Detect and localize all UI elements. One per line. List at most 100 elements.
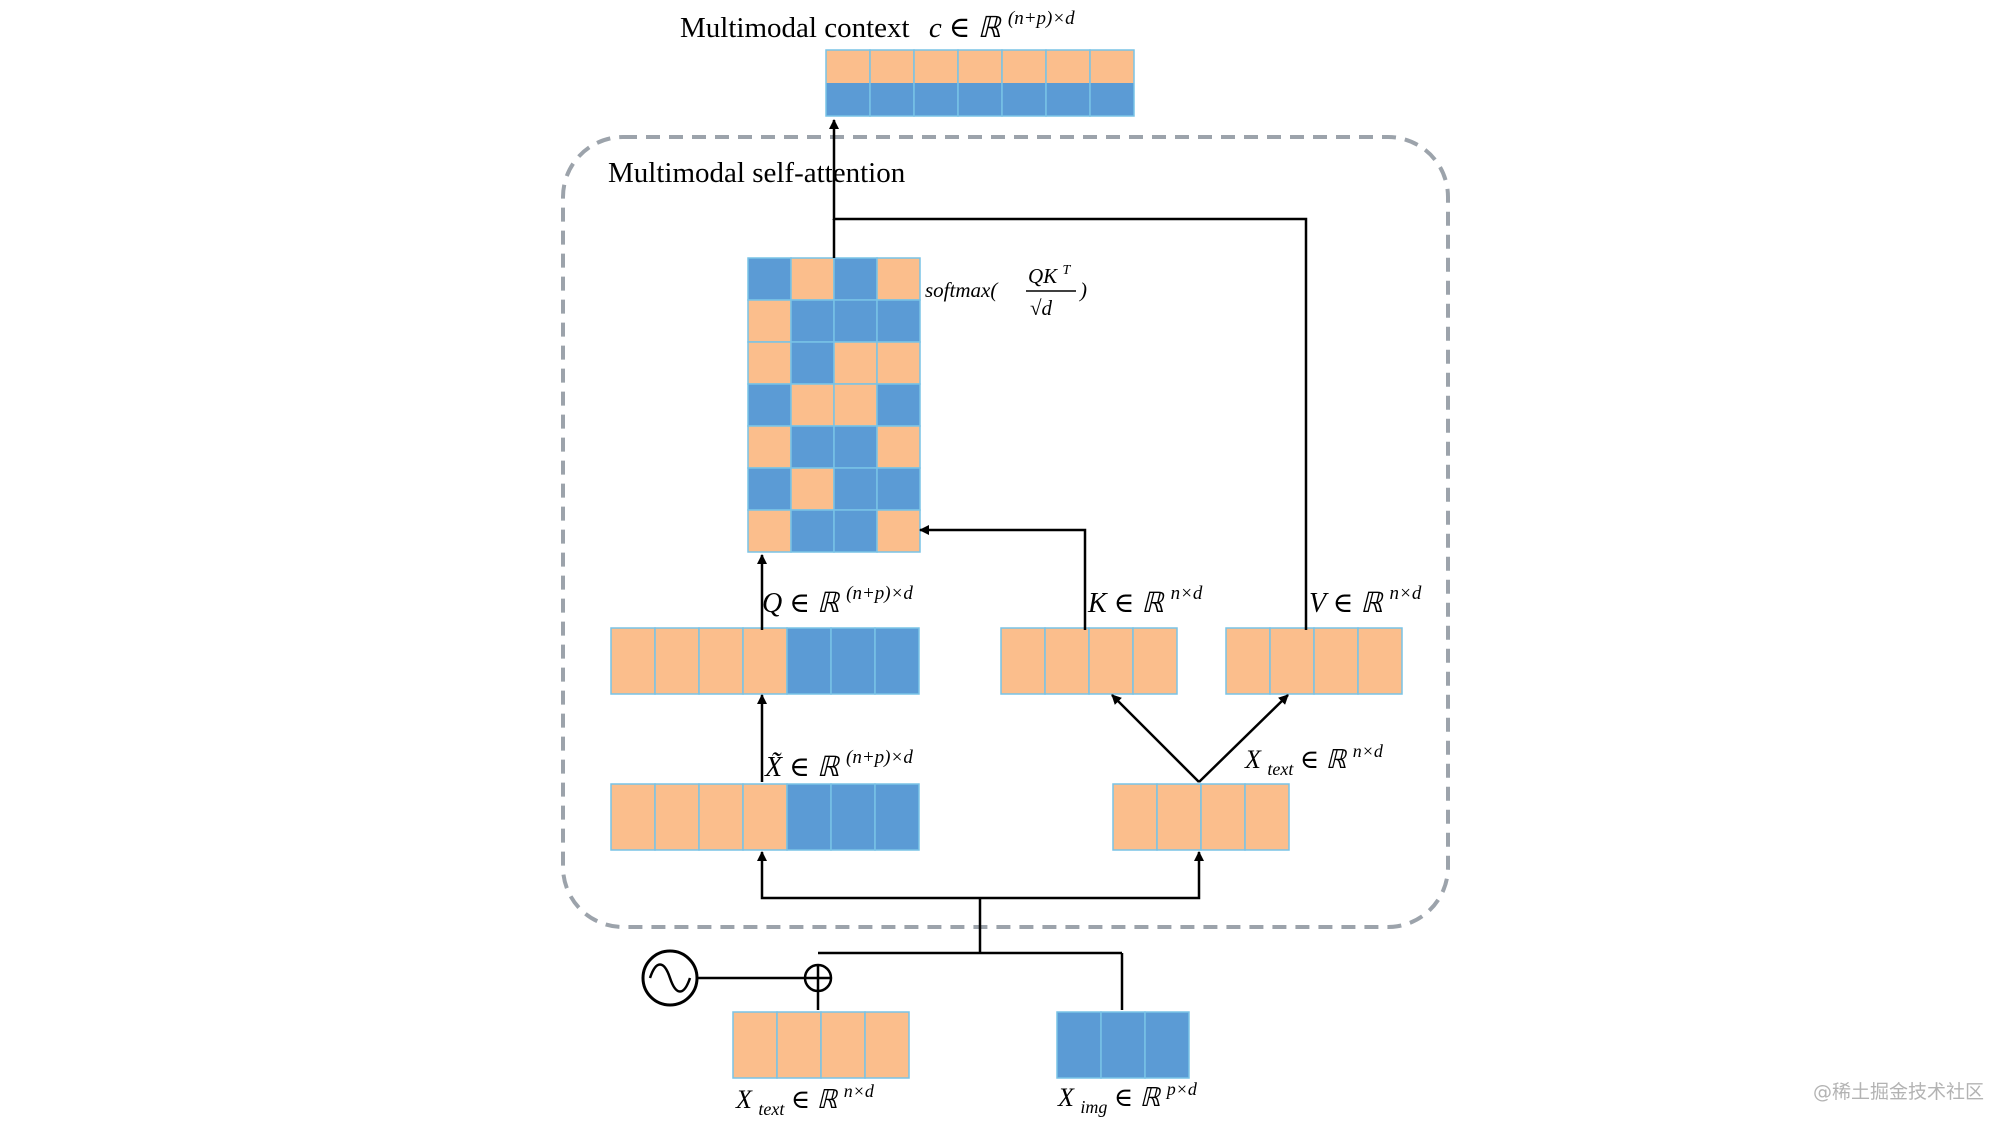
matrix-cell-r1-c2	[790, 257, 835, 301]
xtext-input-token-cell-1	[732, 1011, 778, 1079]
matrix-cell-r2-c3	[833, 299, 878, 343]
softmax-numerator-text: QK	[1028, 264, 1058, 288]
title-math: c ∈ ℝ	[929, 12, 1003, 44]
output-token-cell-1-text-part	[826, 50, 870, 83]
arrow-input-to-xtext	[980, 851, 1204, 900]
title-label: Multimodal context c ∈ ℝ (n+p)×d	[680, 8, 1075, 44]
v-label: V ∈ ℝ n×d	[1309, 583, 1422, 619]
xtilde-label: X̃ ∈ ℝ (n+p)×d	[764, 747, 913, 783]
k-label-text: K ∈ ℝ	[1087, 588, 1165, 619]
matrix-cell-r5-c3	[833, 425, 878, 469]
k-token-cell-3	[1088, 627, 1134, 695]
softmax-numerator-sup: T	[1062, 263, 1071, 278]
v-token-cell-2	[1269, 627, 1315, 695]
output-token-cell-2-text-part	[870, 50, 914, 83]
matrix-cell-r4-c2	[790, 383, 835, 427]
xtext-input-label: X text ∈ ℝ n×d	[735, 1081, 875, 1121]
add-node-icon	[803, 963, 833, 993]
ximg-input-label-rest: ∈ ℝ	[1114, 1083, 1162, 1112]
softmax-numerator: QK T	[1028, 263, 1071, 288]
xtext-inner-label-sup: n×d	[1353, 741, 1384, 761]
k-token-cell-2	[1044, 627, 1090, 695]
frame-label: Multimodal self-attention	[608, 157, 906, 189]
matrix-cell-r3-c3	[833, 341, 878, 385]
matrix-cell-r5-c4	[876, 425, 921, 469]
q-token-cell-6	[830, 627, 876, 695]
xtext-input-token-cell-3	[820, 1011, 866, 1079]
output-token-cell-7-border	[1089, 49, 1135, 117]
matrix-cell-r1-c3	[833, 257, 878, 301]
xtext-input-token-cell-2	[776, 1011, 822, 1079]
xtext-input-label-sub: text	[758, 1099, 785, 1119]
arrow-k-to-matrix	[919, 525, 1087, 630]
q-token-cell-2	[654, 627, 700, 695]
k-label-sup: n×d	[1171, 583, 1203, 604]
softmax-suffix: )	[1079, 278, 1087, 302]
k-token-cell-1	[1000, 627, 1046, 695]
xtilde-token-cell-4	[742, 783, 788, 851]
matrix-cell-r6-c4	[876, 467, 921, 511]
positional-encoding-icon	[641, 949, 699, 1007]
xtext-input-label-sup: n×d	[844, 1081, 875, 1101]
xtext-inner-token-cell-1	[1112, 783, 1158, 851]
output-token-cell-7-image-part	[1090, 83, 1134, 116]
matrix-cell-r6-c2	[790, 467, 835, 511]
v-token-cell-1	[1225, 627, 1271, 695]
q-token-cell-4	[742, 627, 788, 695]
q-tokens	[610, 627, 920, 695]
self-attention-frame	[561, 135, 1450, 929]
xtext-inner-label: X text ∈ ℝ n×d	[1244, 741, 1384, 781]
k-tokens	[1000, 627, 1178, 695]
matrix-cell-r7-c3	[833, 509, 878, 553]
q-label: Q ∈ ℝ (n+p)×d	[762, 583, 913, 619]
q-label-sup: (n+p)×d	[846, 583, 913, 604]
xtilde-token-cell-6	[830, 783, 876, 851]
matrix-cell-r4-c4	[876, 383, 921, 427]
output-token-cell-7-text-part	[1090, 50, 1134, 83]
matrix-cell-r7-c4	[876, 509, 921, 553]
matrix-cell-r7-c1	[747, 509, 792, 553]
output-token-cell-1-image-part	[826, 83, 870, 116]
matrix-cell-r6-c1	[747, 467, 792, 511]
output-token-cell-6-text-part	[1046, 50, 1090, 83]
matrix-cell-r1-c1	[747, 257, 792, 301]
matrix-cell-r5-c2	[790, 425, 835, 469]
arrow-xtext-to-v	[1198, 694, 1289, 783]
softmax-prefix: softmax(	[925, 278, 999, 302]
v-token-cell-3	[1313, 627, 1359, 695]
xtilde-token-cell-7	[874, 783, 920, 851]
output-token-cell-3-image-part	[914, 83, 958, 116]
output-token-cell-4-text-part	[958, 50, 1002, 83]
xtext-input-label-rest: ∈ ℝ	[791, 1085, 839, 1114]
output-token-cell-2-image-part	[870, 83, 914, 116]
arrow-input-to-xtilde	[757, 851, 980, 900]
ximg-input-token-cell-1	[1056, 1011, 1102, 1079]
k-token-cell-4	[1132, 627, 1178, 695]
q-token-cell-1	[610, 627, 656, 695]
matrix-cell-r4-c1	[747, 383, 792, 427]
title-sup: (n+p)×d	[1008, 8, 1075, 29]
matrix-cell-r3-c4	[876, 341, 921, 385]
line-v-to-top	[834, 217, 1308, 630]
matrix-cell-r6-c3	[833, 467, 878, 511]
xtilde-token-cell-3	[698, 783, 744, 851]
v-label-text: V ∈ ℝ	[1309, 588, 1384, 619]
matrix-cell-r1-c4	[876, 257, 921, 301]
ximg-input-label-sup: p×d	[1165, 1079, 1198, 1099]
output-token-cell-5-text-part	[1002, 50, 1046, 83]
xtilde-label-text: X̃ ∈ ℝ	[764, 752, 841, 783]
q-label-text: Q ∈ ℝ	[762, 588, 841, 619]
ximg-input-token-cell-3	[1144, 1011, 1190, 1079]
matrix-cell-r5-c1	[747, 425, 792, 469]
matrix-cell-r3-c1	[747, 341, 792, 385]
q-token-cell-7	[874, 627, 920, 695]
matrix-cell-r4-c3	[833, 383, 878, 427]
softmax-denominator: √d	[1030, 296, 1053, 320]
matrix-cell-r7-c2	[790, 509, 835, 553]
v-label-sup: n×d	[1390, 583, 1422, 604]
ximg-input-tokens	[1056, 1011, 1190, 1079]
xtext-input-tokens	[732, 1011, 910, 1079]
xtext-inner-label-sub: text	[1267, 759, 1294, 779]
